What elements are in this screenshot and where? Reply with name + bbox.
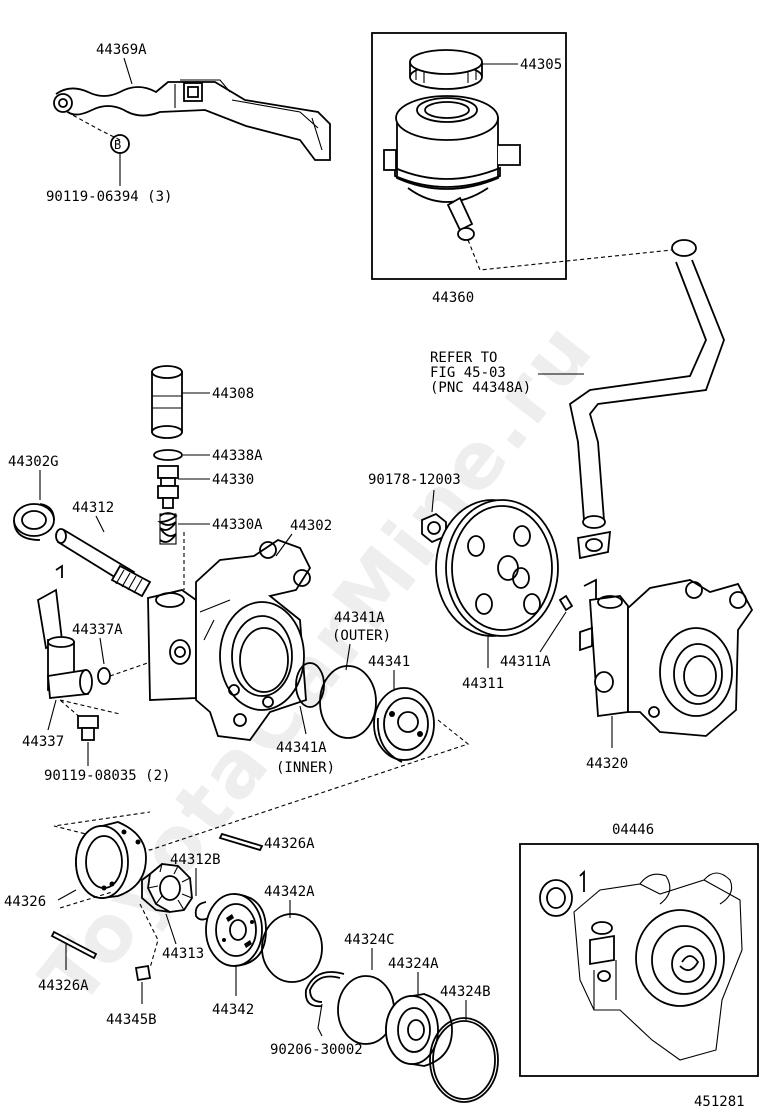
oil-seal-drawing [13,503,55,541]
union-drawing [37,564,93,699]
snap-ring-90206-drawing [304,971,345,1008]
pin-upper-drawing [218,832,264,852]
figure-number: 451281 [694,1094,745,1110]
label-44341a-outer-note: (OUTER) [332,628,391,644]
label-90206-30002: 90206-30002 [270,1042,363,1058]
label-44360: 44360 [432,290,474,306]
label-44326: 44326 [4,894,46,910]
label-44330: 44330 [212,472,254,488]
pulley-drawing [435,499,559,637]
label-44342: 44342 [212,1002,254,1018]
rear-plate-drawing [373,687,435,763]
label-44337: 44337 [22,734,64,750]
label-44337a: 44337A [72,622,123,638]
bolt-b-symbol: B [114,138,121,152]
reservoir-cap-drawing [409,49,483,90]
reservoir-box [371,32,567,280]
pump-assembly-drawing [579,578,754,737]
label-44324a: 44324A [388,956,439,972]
label-44369a: 44369A [96,42,147,58]
cam-ring-drawing [75,821,147,900]
front-plate-drawing [205,893,267,967]
label-90119-06394: 90119-06394 (3) [46,189,172,205]
flow-control-valve-drawing [157,465,179,509]
oring-outer-drawing [319,665,377,739]
label-90178-12003: 90178-12003 [368,472,461,488]
label-44330a: 44330A [212,517,263,533]
gasket-kit-box [519,843,759,1077]
label-44342a: 44342A [264,884,315,900]
oring-44337a-drawing [97,667,111,685]
label-44311a: 44311A [500,654,551,670]
label-44341a-outer: 44341A [334,610,385,626]
label-44302g: 44302G [8,454,59,470]
label-44345b: 44345B [106,1012,157,1028]
pump-housing-drawing [147,538,312,741]
shaft-drawing [55,528,152,598]
refer-line-3: (PNC 44348A) [430,380,531,396]
label-44324b: 44324B [440,984,491,1000]
label-44326a-upper: 44326A [264,836,315,852]
pressure-plate-drawing [385,993,453,1067]
refer-line-1: REFER TO [430,350,497,366]
vane-drawing [134,964,152,982]
flow-control-fitting-drawing [151,365,183,439]
label-44341: 44341 [368,654,410,670]
rear-dashed-frame [53,719,470,851]
label-04446: 04446 [612,822,654,838]
hose-dashed-link [467,239,673,271]
bolt-90119-08035-drawing [77,715,99,741]
label-44302: 44302 [290,518,332,534]
label-44312: 44312 [72,500,114,516]
label-90119-08035: 90119-08035 (2) [44,768,170,784]
pin-lower-drawing [50,930,98,960]
oring-44338a-drawing [153,449,183,461]
label-44313: 44313 [162,946,204,962]
label-44338a: 44338A [212,448,263,464]
oring-44324b-drawing [429,1017,499,1103]
label-44312b: 44312B [170,852,221,868]
woodruff-key-drawing [558,594,574,612]
bracket-drawing [53,79,331,161]
gasket-kit-drawing [539,869,743,1061]
valve-spring-drawing [157,512,178,545]
label-44324c: 44324C [344,932,395,948]
label-44341a-inner-note: (INNER) [276,760,335,776]
label-44326a-lower: 44326A [38,978,89,994]
return-hose-drawing [568,239,725,560]
rotor-drawing [141,863,193,913]
oring-44342a-drawing [261,913,323,983]
reservoir-drawing [383,95,521,241]
label-44311: 44311 [462,676,504,692]
snap-ring-drawing [194,901,209,921]
refer-line-2: FIG 45-03 [430,365,506,381]
label-44308: 44308 [212,386,254,402]
rotor-dashed-link [59,891,159,969]
label-44341a-inner: 44341A [276,740,327,756]
label-44305: 44305 [520,57,562,73]
label-44320: 44320 [586,756,628,772]
